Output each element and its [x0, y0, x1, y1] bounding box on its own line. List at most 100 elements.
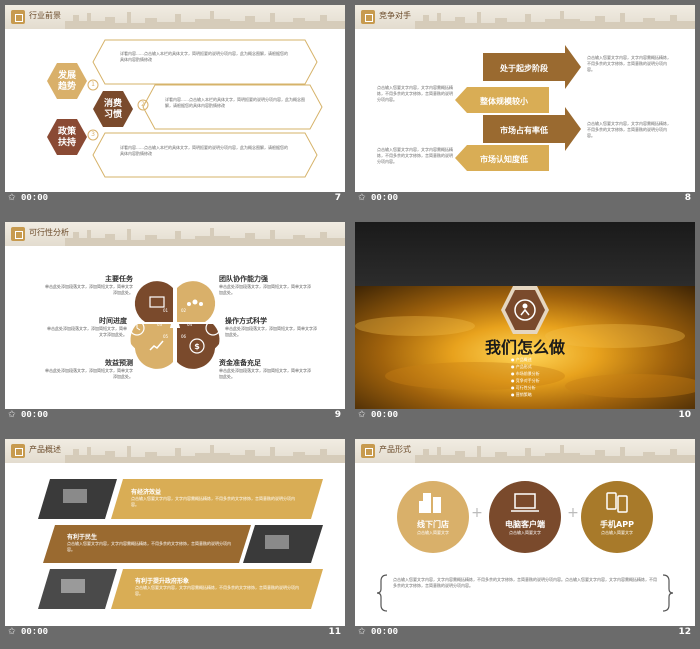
laptop-icon [511, 493, 539, 512]
band-3 [111, 569, 323, 609]
number-label-3: 3 [91, 131, 95, 138]
bullet-item: ● 产品形式 [511, 364, 532, 369]
petal-number-1: 01 [163, 308, 169, 313]
band-heading: 有经济效益 [131, 489, 162, 496]
number-circle-1 [87, 79, 99, 91]
star-icon[interactable]: ✩ [358, 410, 366, 420]
arrow-right-3 [483, 107, 581, 151]
slide-thumbnail-9[interactable]: 可行性分析 $ 01 02 03 04 05 06 主要任务 [5, 222, 345, 424]
hexagon-label-1: 发展 趋势 [57, 71, 76, 92]
slide-thumbnail-8[interactable]: 竞争对手 处于起步阶段 整体规模较小 市场占有率低 市场认知度低 点击输入您要文… [355, 5, 695, 207]
slide-number: 8 [684, 193, 691, 203]
hexagon-label-3: 政策 扶持 [57, 127, 76, 148]
slide-footer: ✩ 00:00 10 [355, 409, 695, 424]
slide-number: 7 [334, 193, 341, 203]
bullet-item: ● 营销策略 [511, 392, 532, 397]
body-paragraph: 点击输入您要文字内容，文字内容需概括精炼，不用多余的文字修饰，言简意赅的说明分项… [393, 577, 657, 588]
certificate-icon [149, 296, 165, 308]
circle-heading: 手机APP [600, 520, 634, 529]
slide-header-banner: 产品形式 [355, 439, 695, 463]
arrow-left-4 [455, 145, 549, 171]
star-icon[interactable]: ✩ [8, 410, 16, 420]
right-item-heading: 资金准备充足 [219, 359, 261, 367]
slide-header-banner: 产品概述 [5, 439, 345, 463]
bullet-item: ● 市场前景分析 [511, 371, 540, 376]
band-body: 点击输入您要文字内容，文字内容需概括精炼，不用多余的文字修饰，言简意赅的说明分项… [135, 585, 299, 596]
left-brace [376, 574, 388, 612]
skyline-decoration [415, 445, 695, 463]
slide-footer: ✩ 00:00 11 [5, 626, 345, 641]
slide-title: 产品形式 [379, 445, 411, 454]
text-block-1: 详看内容……点击输入本栏的具体文字，简明扼要的说明分项内容，此为概念图解，请根据… [120, 51, 288, 62]
petal-5 [134, 328, 173, 369]
band-text-1: 有经济效益 点击输入您要文字内容，文字内容需概括精炼，不用多余的文字修饰，言简意… [131, 487, 301, 508]
star-icon[interactable]: ✩ [8, 193, 16, 203]
right-item-2: 操作方式科学 单击此处添加段落文字，添加简短文字，简单文字添加此处。 [225, 316, 320, 338]
band-heading: 有利于民生 [67, 534, 98, 541]
band-text-2: 有利于民生 点击输入您要文字内容，文字内容需概括精炼，不用多余的文字修饰，言简意… [67, 532, 232, 553]
gear-icon [205, 320, 221, 336]
text-block-2: 详看内容……点击输入本栏的具体文字，简明扼要的说明分项内容，此为概念图解，请根据… [165, 97, 305, 108]
right-brace [662, 574, 674, 612]
left-item-1: 主要任务 单击此处添加段落文字，添加简短文字，简单文字添加此处。 [45, 274, 133, 296]
star-icon[interactable]: ✩ [358, 627, 366, 637]
skyline-decoration [65, 11, 345, 29]
arrow-label-2: 整体规模较小 [480, 97, 528, 106]
left-item-heading: 效益预测 [105, 359, 133, 367]
clock-icon [129, 320, 145, 336]
slide-footer: ✩ 00:00 9 [5, 409, 345, 424]
slide-title: 可行性分析 [29, 228, 69, 237]
band-diagram [38, 479, 323, 609]
right-item-3: 资金准备充足 单击此处添加段落文字，添加简短文字，简单文字添加此处。 [219, 358, 314, 380]
slide-thumbnail-12[interactable]: 产品形式 + + 线下门店 点击输入简要文字 [355, 439, 695, 641]
band-text-3: 有利于提升政府形象 点击输入您要文字内容，文字内容需概括精炼，不用多余的文字修饰… [135, 576, 305, 597]
circle-label-2: 电脑客户端 点击输入简要文字 [495, 519, 555, 536]
slide-thumbnail-10[interactable]: 我们怎么做 ● 产品概述 ● 产品形式 ● 市场前景分析 ● 竞争对手分析 ● … [355, 222, 695, 424]
band-1 [111, 479, 323, 519]
arrow-label-4: 市场认知度低 [480, 155, 528, 164]
bullet-list: ● 产品概述 ● 产品形式 ● 市场前景分析 ● 竞争对手分析 ● 可行性分析 … [511, 356, 540, 398]
number-circle-3 [87, 129, 99, 141]
slide-title: 行业前景 [29, 11, 61, 20]
text-frame-2 [142, 84, 323, 130]
slide-canvas: 我们怎么做 ● 产品概述 ● 产品形式 ● 市场前景分析 ● 竞争对手分析 ● … [355, 222, 695, 409]
petal-number-2: 02 [181, 308, 187, 313]
band-body: 点击输入您要文字内容，文字内容需概括精炼，不用多余的文字修饰，言简意赅的说明分项… [131, 496, 295, 507]
star-icon[interactable]: ✩ [358, 193, 366, 203]
number-label-1: 1 [91, 81, 95, 88]
slide-thumbnail-11[interactable]: 产品概述 有经济效益 点击输入您要文字内容，文字内容需概括精炼，不用多余的文字修… [5, 439, 345, 641]
circle-diagram [376, 481, 674, 612]
skyline-decoration [65, 228, 345, 246]
circle-desktop [489, 481, 561, 553]
slide-title: 产品概述 [29, 445, 61, 454]
slide-canvas: 产品形式 + + 线下门店 点击输入简要文字 [355, 439, 695, 626]
slide-footer: ✩ 00:00 7 [5, 192, 345, 207]
right-text-2: 点击输入您要文字内容，文字内容需概括精炼，不用多余的文字修饰，言简意赅的说明分项… [587, 121, 671, 138]
slide-thumbnail-7[interactable]: 行业前景 1 2 3 发展 趋势 消费 习惯 政策 扶持 详看内容……点击输入本… [5, 5, 345, 207]
arrow-label-3: 市场占有率低 [500, 126, 548, 135]
slide-timing: 00:00 [371, 627, 399, 637]
right-item-body: 单击此处添加段落文字，添加简短文字，简单文字添加此处。 [219, 368, 311, 379]
circle-heading: 电脑客户端 [505, 520, 545, 529]
petal-number-4: 04 [187, 322, 193, 327]
plus-sign-1: + [471, 505, 483, 521]
cloud-texture [355, 316, 695, 398]
left-text-2: 点击输入您要文字内容，文字内容需概括精炼，不用多余的文字修饰，言简意赅的说明分项… [377, 147, 453, 164]
number-circle-2 [137, 99, 149, 111]
petal-1 [134, 281, 173, 322]
hexagon-diagram [47, 39, 323, 178]
svg-text:$: $ [194, 342, 200, 351]
circle-mobile [581, 481, 653, 553]
slide-canvas: 行业前景 1 2 3 发展 趋势 消费 习惯 政策 扶持 详看内容……点击输入本… [5, 5, 345, 192]
petal-number-5: 05 [163, 334, 169, 339]
slide-timing: 00:00 [21, 627, 49, 637]
dollar-icon [189, 338, 205, 354]
arrow-left-2 [455, 87, 549, 113]
hexagon-badge [501, 286, 549, 334]
title-tag-icon [11, 10, 25, 24]
slide-timing: 00:00 [21, 410, 49, 420]
text-frame-3 [92, 132, 318, 178]
left-item-body: 单击此处添加段落文字，添加简短文字，简单文字添加此处。 [45, 284, 133, 295]
arrow-right-1 [483, 45, 581, 89]
star-icon[interactable]: ✩ [8, 627, 16, 637]
